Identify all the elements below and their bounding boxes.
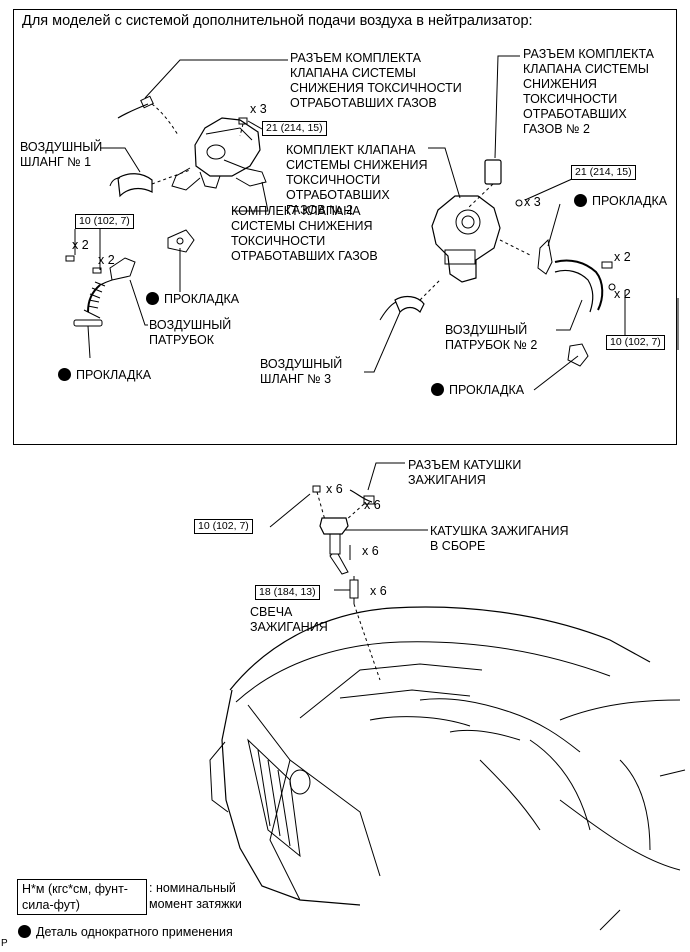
- qty-x2-right-b: x 2: [614, 287, 631, 301]
- corner-code: P: [1, 938, 8, 949]
- qty-x2-left-b: x 2: [98, 253, 115, 267]
- label-spark-plug: СВЕЧА ЗАЖИГАНИЯ: [250, 605, 328, 634]
- legend-torque-units: Н*м (кгс*см, фунт-сила-фут): [17, 879, 147, 915]
- label-valve-kit-2: КОМПЛЕКТ КЛАПАНА СИСТЕМЫ СНИЖЕНИЯ ТОКСИЧ…: [286, 143, 428, 217]
- qty-x2-right-a: x 2: [614, 250, 631, 264]
- torque-18-plug: 18 (184, 13): [255, 585, 320, 600]
- qty-x3-right: x 3: [524, 195, 541, 209]
- label-gasket-left-bottom: ПРОКЛАДКА: [58, 368, 151, 383]
- torque-21-left: 21 (214, 15): [262, 121, 327, 136]
- qty-x6-plug: x 6: [370, 584, 387, 598]
- nonreusable-dot-icon: [58, 368, 71, 381]
- label-air-hose-3: ВОЗДУШНЫЙ ШЛАНГ № 3: [260, 357, 343, 386]
- label-valve-kit-1: КОМПЛЕКТ КЛАПАНА СИСТЕМЫ СНИЖЕНИЯ ТОКСИЧ…: [231, 204, 378, 263]
- label-connector-kit-2: РАЗЪЕМ КОМПЛЕКТА КЛАПАНА СИСТЕМЫ СНИЖЕНИ…: [523, 47, 655, 136]
- nonreusable-dot-icon: [18, 925, 31, 938]
- legend-torque-desc: : номинальный момент затяжки: [149, 881, 242, 911]
- torque-10-coil: 10 (102, 7): [194, 519, 253, 534]
- torque-10-left: 10 (102, 7): [75, 214, 134, 229]
- label-connector-kit-1: РАЗЪЕМ КОМПЛЕКТА КЛАПАНА СИСТЕМЫ СНИЖЕНИ…: [290, 51, 462, 110]
- label-air-pipe-2: ВОЗДУШНЫЙ ПАТРУБОК № 2: [445, 323, 538, 352]
- label-gasket-left-top: ПРОКЛАДКА: [146, 292, 239, 307]
- label-ignition-coil-connector: РАЗЪЕМ КАТУШКИ ЗАЖИГАНИЯ: [408, 458, 522, 487]
- qty-x6-bolt: x 6: [326, 482, 343, 496]
- diagram-header: Для моделей с системой дополнительной по…: [22, 13, 533, 29]
- qty-x3-left: x 3: [250, 102, 267, 116]
- torque-10-right: 10 (102, 7): [606, 335, 665, 350]
- nonreusable-dot-icon: [431, 383, 444, 396]
- torque-21-right: 21 (214, 15): [571, 165, 636, 180]
- qty-x6-coil: x 6: [362, 544, 379, 558]
- label-gasket-right-bottom: ПРОКЛАДКА: [431, 383, 524, 398]
- qty-x6-connector: x 6: [364, 498, 381, 512]
- label-air-pipe: ВОЗДУШНЫЙ ПАТРУБОК: [149, 318, 232, 347]
- label-gasket-right-top: ПРОКЛАДКА: [574, 194, 667, 209]
- label-air-hose-1: ВОЗДУШНЫЙ ШЛАНГ № 1: [20, 140, 103, 169]
- nonreusable-dot-icon: [574, 194, 587, 207]
- nonreusable-dot-icon: [146, 292, 159, 305]
- qty-x2-left-a: x 2: [72, 238, 89, 252]
- label-ignition-coil-assy: КАТУШКА ЗАЖИГАНИЯ В СБОРЕ: [430, 524, 569, 553]
- diagram-frame: [13, 9, 677, 445]
- legend-nonreusable: Деталь однократного применения: [18, 925, 233, 940]
